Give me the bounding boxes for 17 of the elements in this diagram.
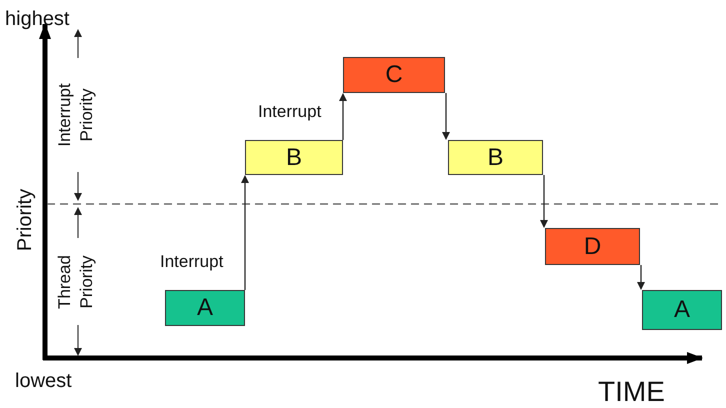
arrow [540,175,548,228]
arrow [339,93,347,140]
task-box: D [545,228,640,265]
arrow [442,93,450,140]
axis-label: Priority [13,188,37,254]
task-box: A [165,290,245,326]
task-box: B [448,140,543,175]
axis-label: Interrupt Priority [54,82,97,149]
arrow [241,175,249,290]
task-box: B [245,140,343,175]
task-box: A [642,290,722,330]
axis-label: highest [5,8,70,31]
axis-label: Thread Priority [54,254,97,311]
axis-title: TIME [598,376,665,408]
arrow [637,265,645,290]
axis-label: lowest [15,370,72,393]
task-box: C [343,57,445,93]
